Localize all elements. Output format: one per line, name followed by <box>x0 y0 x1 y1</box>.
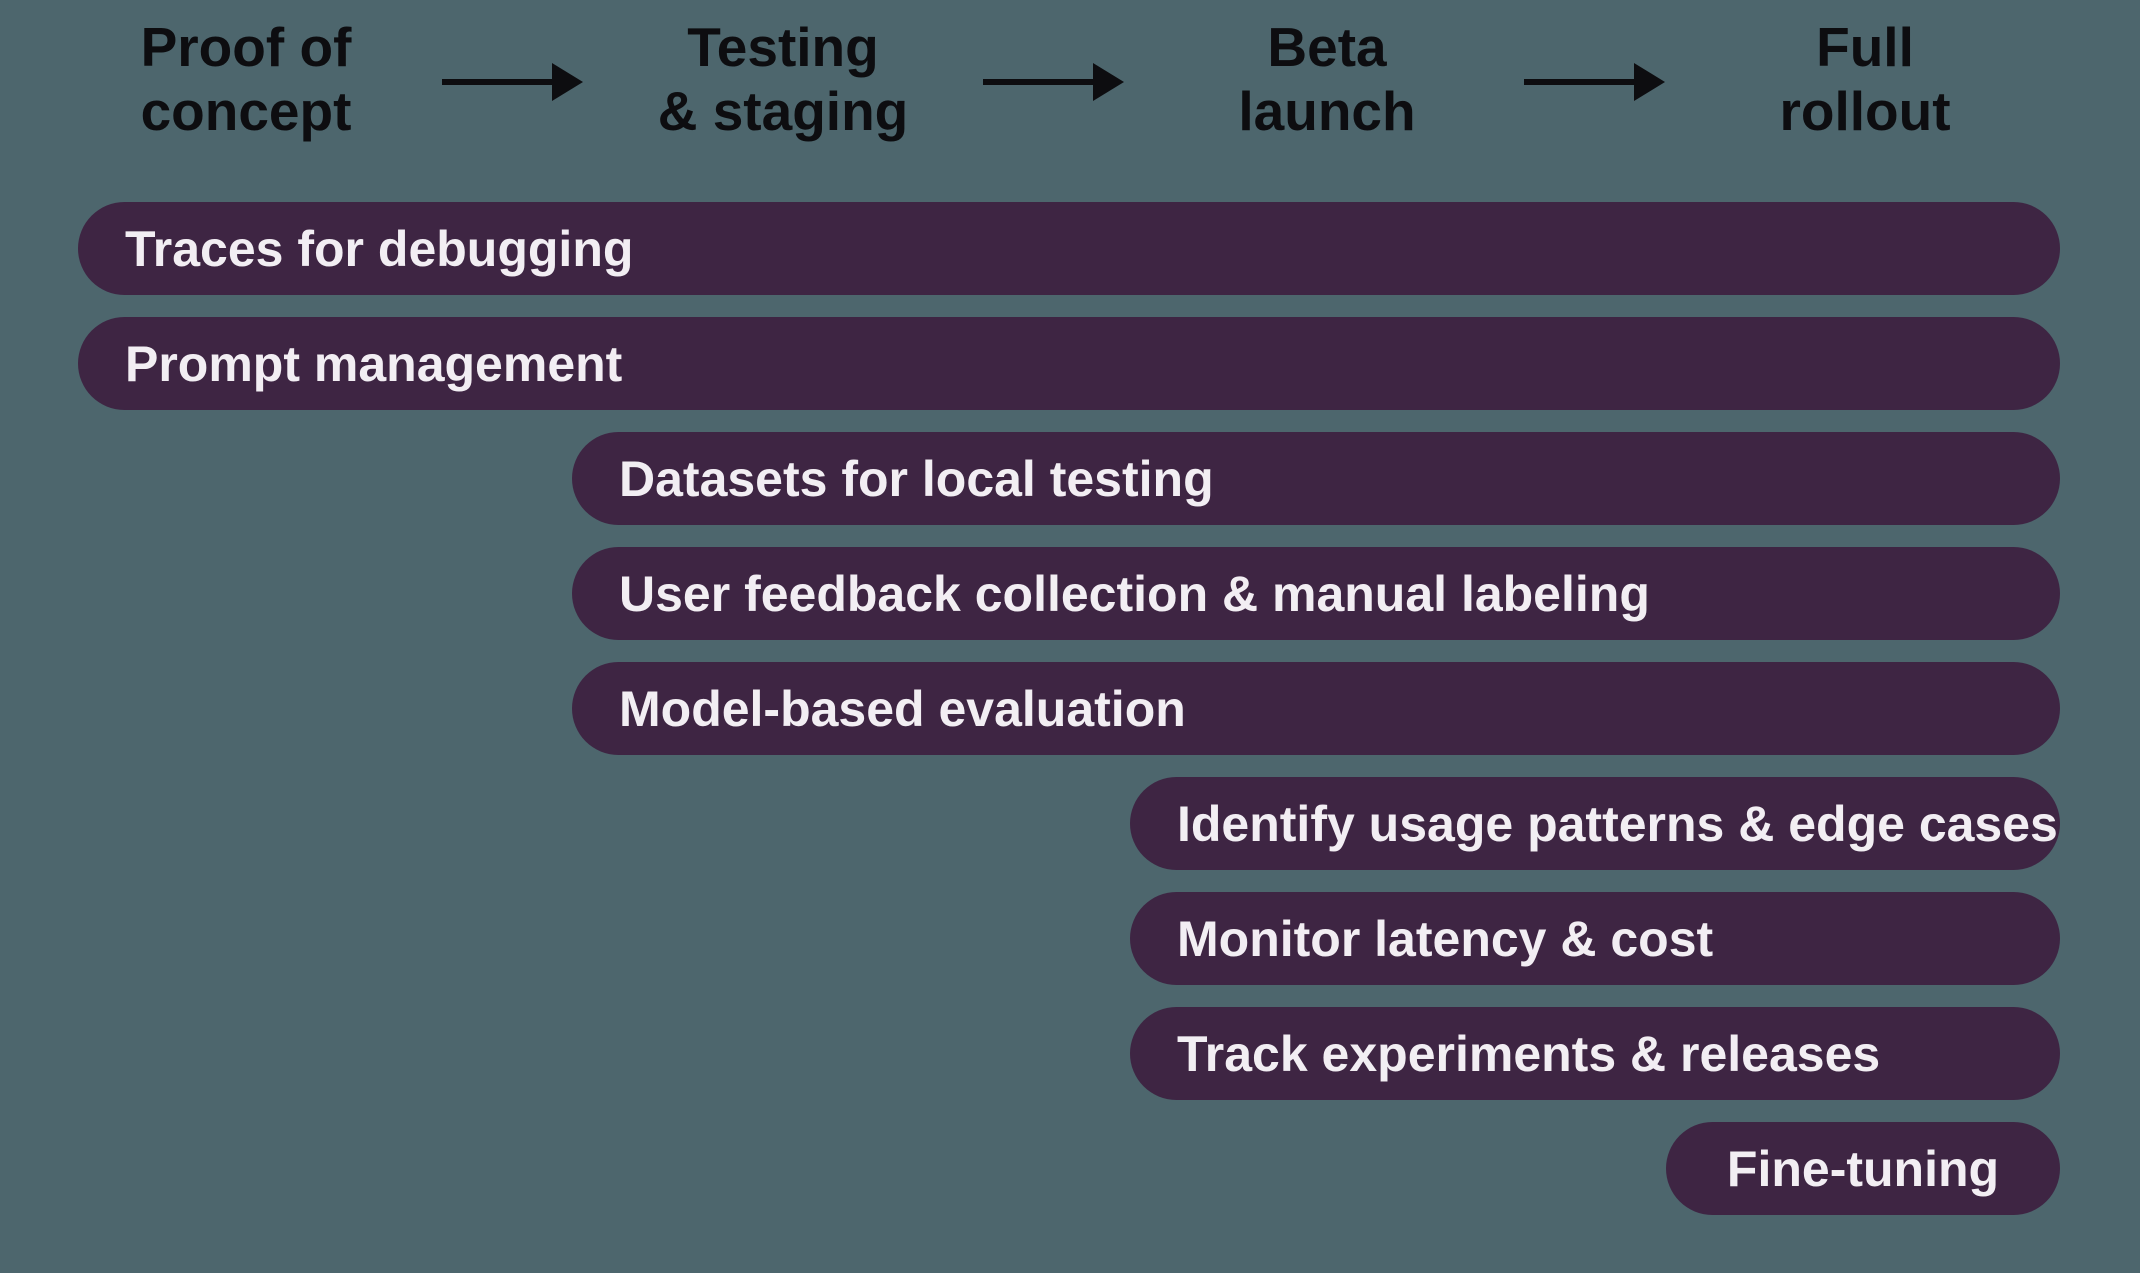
bar-label: Identify usage patterns & edge cases <box>1177 795 2058 852</box>
bar-label: Prompt management <box>125 335 623 392</box>
right-arrow-icon <box>983 63 1124 101</box>
stage-header-line: Beta <box>1267 16 1387 78</box>
stage-header-full-rollout: Full rollout <box>1625 15 2105 143</box>
bar-label: Fine-tuning <box>1726 1140 2000 1197</box>
bar-traces-for-debugging: Traces for debugging <box>78 202 2060 295</box>
bar-label: Monitor latency & cost <box>1177 910 1714 967</box>
bar-monitor-latency-cost: Monitor latency & cost <box>1130 892 2060 985</box>
stage-header-line: Testing <box>687 16 879 78</box>
bar-label: User feedback collection & manual labeli… <box>619 565 1650 622</box>
stage-header-testing-staging: Testing & staging <box>543 15 1023 143</box>
stage-header-beta-launch: Beta launch <box>1087 15 1567 143</box>
bar-model-based-evaluation: Model-based evaluation <box>572 662 2060 755</box>
stage-header-proof-of-concept: Proof of concept <box>6 15 486 143</box>
bar-label: Traces for debugging <box>125 220 634 277</box>
stage-header-line: rollout <box>1779 80 1951 142</box>
right-arrow-icon <box>1524 63 1665 101</box>
bar-label: Datasets for local testing <box>619 450 1214 507</box>
stage-header-line: & staging <box>657 80 909 142</box>
stage-header-line: launch <box>1238 80 1416 142</box>
bar-track-experiments-releases: Track experiments & releases <box>1130 1007 2060 1100</box>
bar-label: Track experiments & releases <box>1177 1025 1881 1082</box>
bar-label: Model-based evaluation <box>619 680 1186 737</box>
bar-user-feedback-collection: User feedback collection & manual labeli… <box>572 547 2060 640</box>
stage-header-line: concept <box>140 80 352 142</box>
bar-fine-tuning: Fine-tuning <box>1666 1122 2060 1215</box>
right-arrow-icon <box>442 63 583 101</box>
bar-identify-usage-patterns: Identify usage patterns & edge cases <box>1130 777 2060 870</box>
bar-prompt-management: Prompt management <box>78 317 2060 410</box>
stage-header-line: Proof of <box>140 16 352 78</box>
stage-header-line: Full <box>1816 16 1914 78</box>
bar-datasets-for-local-testing: Datasets for local testing <box>572 432 2060 525</box>
